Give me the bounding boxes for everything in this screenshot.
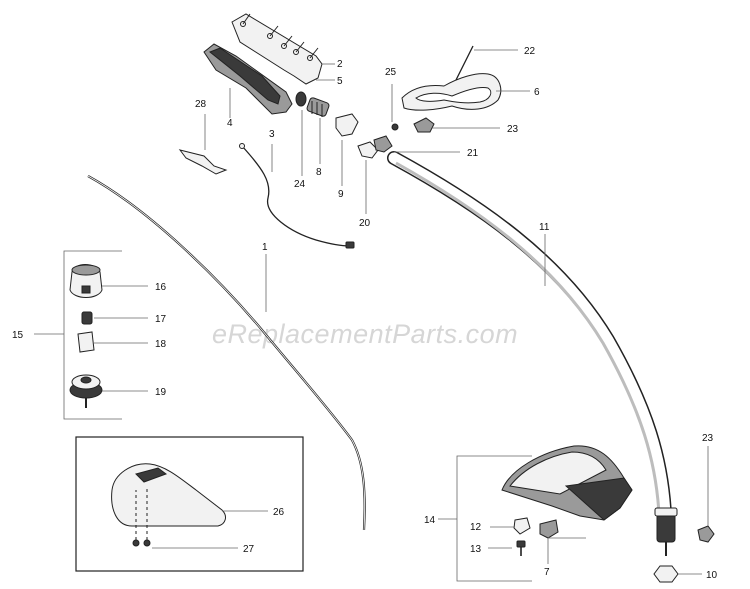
handle-assembly bbox=[203, 13, 323, 115]
callout-11: 11 bbox=[539, 222, 550, 233]
callout-28: 28 bbox=[195, 99, 207, 110]
callout-21: 21 bbox=[467, 148, 479, 159]
callout-14: 14 bbox=[424, 515, 436, 526]
washer bbox=[295, 91, 307, 107]
debris-shield-edge bbox=[564, 477, 633, 521]
tube-clamp-flange bbox=[373, 135, 393, 153]
cover-screw bbox=[132, 539, 140, 547]
drive-cable-core bbox=[87, 175, 366, 531]
drive-tube-shade bbox=[395, 161, 661, 515]
callout-27: 27 bbox=[243, 544, 255, 555]
trimmer-spring bbox=[81, 311, 93, 325]
leader-lines bbox=[34, 49, 709, 582]
handle-screw-shaft bbox=[269, 25, 279, 37]
cover-inset-box bbox=[75, 436, 304, 572]
callout-23: 23 bbox=[702, 433, 714, 444]
shaft-coupler bbox=[335, 113, 359, 137]
shield-screw-head bbox=[516, 540, 526, 548]
callout-7: 7 bbox=[544, 567, 550, 578]
callout-1: 1 bbox=[262, 242, 268, 253]
callout-5: 5 bbox=[337, 76, 343, 87]
shield-nut bbox=[513, 517, 531, 535]
callout-3: 3 bbox=[269, 129, 275, 140]
callout-20: 20 bbox=[359, 218, 371, 229]
throttle-cable bbox=[241, 145, 351, 247]
throttle-cable-end bbox=[239, 143, 245, 149]
callout-19: 19 bbox=[155, 387, 167, 398]
clamp-screw bbox=[391, 123, 399, 131]
callout-10: 10 bbox=[706, 570, 718, 581]
gear-head-clamp bbox=[697, 525, 715, 543]
shield-bracket bbox=[539, 519, 559, 539]
callout-8: 8 bbox=[316, 167, 322, 178]
trimmer-spool bbox=[77, 331, 95, 353]
gear-head bbox=[656, 513, 676, 543]
arbor-nut bbox=[653, 565, 679, 583]
handle-screw-shaft bbox=[242, 13, 251, 25]
gear-head-collar bbox=[654, 507, 678, 517]
handle-grip-strip bbox=[209, 47, 281, 105]
callout-25: 25 bbox=[385, 67, 397, 78]
cover-screw bbox=[143, 539, 151, 547]
assist-handle-inner bbox=[415, 87, 492, 104]
callout-15: 15 bbox=[12, 330, 24, 341]
callout-26: 26 bbox=[273, 507, 285, 518]
callout-13: 13 bbox=[470, 544, 482, 555]
debris-shield-top bbox=[509, 451, 607, 495]
callout-16: 16 bbox=[155, 282, 167, 293]
handle-nut bbox=[413, 117, 435, 133]
watermark-text: eReplacementParts.com bbox=[212, 319, 518, 349]
callout-4: 4 bbox=[227, 118, 233, 129]
handle-screw-shaft bbox=[309, 47, 319, 59]
callout-23: 23 bbox=[507, 124, 519, 135]
handle-screw-shaft bbox=[283, 35, 293, 47]
callout-6: 6 bbox=[534, 87, 540, 98]
callout-22: 22 bbox=[524, 46, 536, 57]
callout-12: 12 bbox=[470, 522, 482, 533]
trimmer-base-hub bbox=[80, 376, 92, 384]
protective-cover-slot bbox=[135, 467, 168, 483]
handle-bolt bbox=[455, 45, 474, 81]
callout-24: 24 bbox=[294, 179, 306, 190]
handle-screw-shaft bbox=[295, 41, 305, 53]
protective-cover bbox=[111, 463, 226, 527]
callout-2: 2 bbox=[337, 59, 343, 70]
callout-18: 18 bbox=[155, 339, 167, 350]
callout-9: 9 bbox=[338, 189, 344, 200]
callout-17: 17 bbox=[155, 314, 167, 325]
tube-clamp bbox=[357, 141, 379, 159]
handle-upper-half bbox=[231, 13, 323, 85]
throttle-cable-end bbox=[345, 241, 355, 249]
drive-tube-highlight bbox=[388, 152, 671, 520]
coil-spring bbox=[306, 97, 330, 117]
trimmer-head-group bbox=[69, 264, 103, 408]
trimmer-head-cover-top bbox=[71, 264, 101, 276]
trimmer-head-eyelet bbox=[81, 285, 91, 294]
callout-labels: 1 2 3 4 5 6 7 8 9 10 11 12 13 14 15 16 1… bbox=[12, 46, 718, 581]
trigger-spring bbox=[178, 149, 228, 175]
